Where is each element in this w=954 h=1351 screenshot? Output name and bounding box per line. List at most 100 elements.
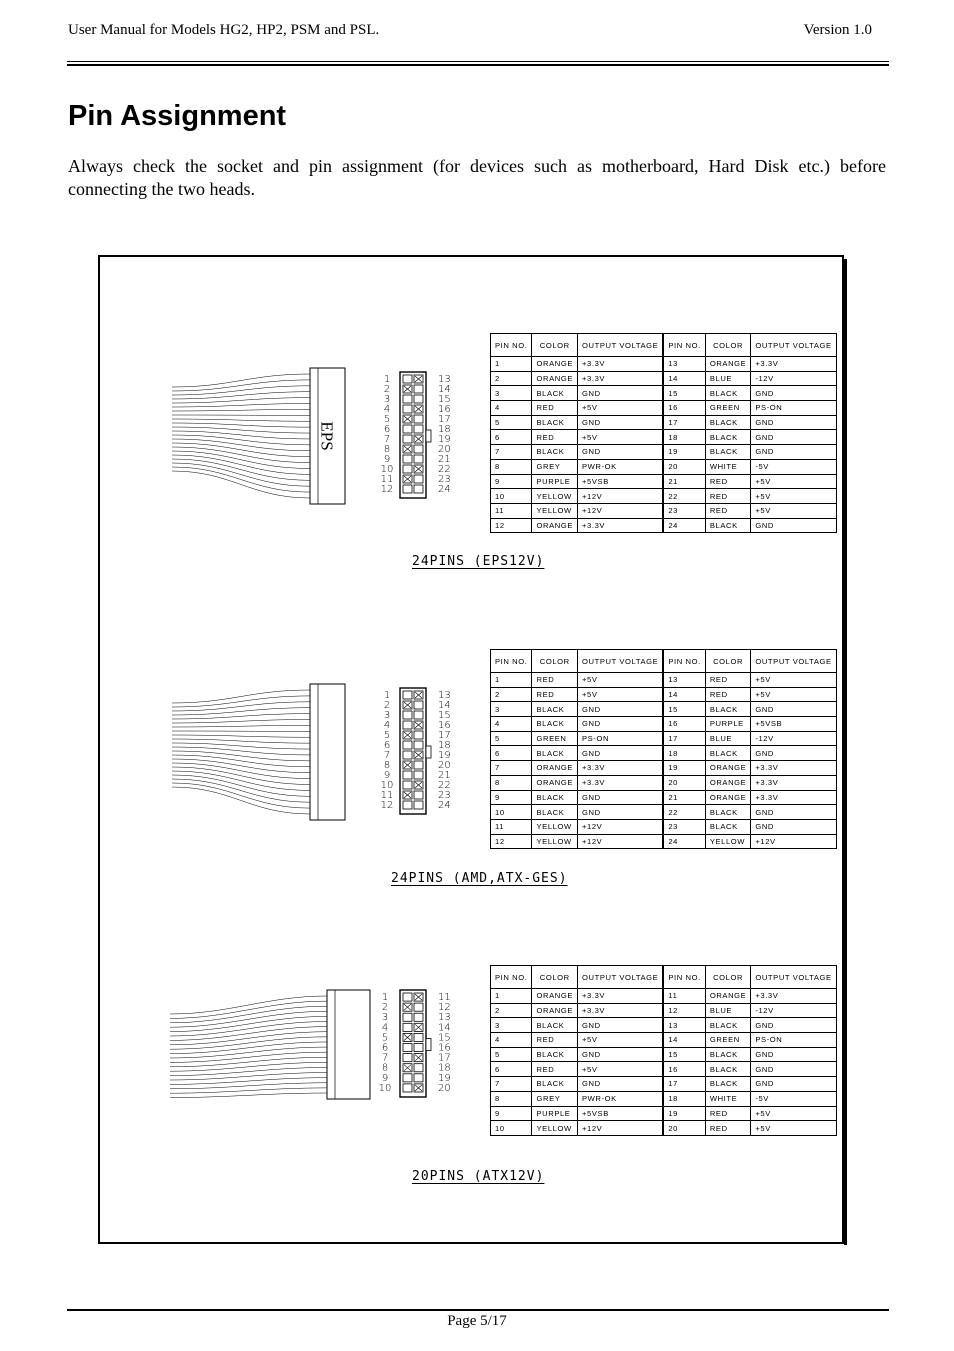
- table-cell: PURPLE: [531, 473, 578, 490]
- cable-wire: [171, 695, 311, 708]
- pin-socket-key: [414, 375, 423, 383]
- caption-eps12v: 24PINS (EPS12V): [412, 554, 545, 569]
- table-cell: 23: [662, 502, 706, 519]
- pin-number-right: 13: [438, 690, 451, 701]
- table-cell: RED: [704, 488, 752, 504]
- pin-socket-key: [414, 993, 423, 1001]
- pin-socket: [402, 484, 413, 494]
- pin-number-left: 3: [382, 1012, 388, 1023]
- table-cell: PWR-OK: [577, 1090, 665, 1107]
- pin-number-right: 18: [438, 424, 451, 435]
- table-cell: GND: [577, 1076, 665, 1092]
- cable-wire: [171, 762, 311, 779]
- pin-socket: [413, 1012, 424, 1022]
- table-cell: 16: [662, 716, 706, 732]
- table-cell: 5: [489, 730, 533, 747]
- pin-number-left: 8: [384, 760, 390, 771]
- table-cell: BLACK: [531, 414, 578, 431]
- table-cell: 8: [489, 774, 533, 791]
- table-cell: BLACK: [704, 1046, 752, 1063]
- cable-wire: [171, 409, 311, 412]
- table-cell: +5VSB: [750, 716, 837, 732]
- table-cell: 8: [489, 1090, 533, 1107]
- pin-socket: [413, 710, 424, 720]
- column-header-output: OUTPUT VOLTAGE: [577, 649, 665, 673]
- pin-socket: [413, 1073, 424, 1083]
- column-header-output: OUTPUT VOLTAGE: [750, 965, 837, 989]
- pin-socket-key: [403, 1034, 412, 1041]
- cable-wire: [171, 701, 311, 712]
- table-cell: BLACK: [704, 517, 752, 534]
- table-cell: RED: [704, 473, 752, 490]
- pin-number-right: 17: [438, 1053, 451, 1064]
- table-cell: BLACK: [704, 429, 752, 446]
- pin-number-right: 14: [438, 384, 451, 395]
- pin-number-left: 8: [384, 444, 390, 455]
- table-cell: 20: [662, 458, 706, 475]
- table-cell: GND: [750, 818, 837, 835]
- table-cell: -12V: [750, 730, 837, 747]
- table-cell: 13: [662, 1017, 706, 1034]
- pin-number-left: 11: [381, 790, 394, 801]
- column-header-color: COLOR: [704, 649, 752, 673]
- pin-socket: [402, 464, 413, 474]
- pin-number-left: 1: [382, 992, 388, 1003]
- table-cell: +5VSB: [577, 473, 665, 490]
- pin-socket: [402, 710, 413, 720]
- table-cell: PS-ON: [750, 1032, 837, 1048]
- table-cell: 16: [662, 400, 706, 416]
- pin-number-left: 12: [381, 484, 394, 495]
- pin-socket-key: [414, 721, 423, 729]
- table-cell: -5V: [750, 458, 837, 475]
- column-header-color: COLOR: [531, 649, 578, 673]
- caption-atx12v: 20PINS (ATX12V): [412, 1169, 545, 1184]
- table-cell: 8: [489, 458, 533, 475]
- table-cell: 4: [489, 716, 533, 732]
- table-cell: 2: [489, 686, 533, 703]
- pin-socket: [413, 770, 424, 780]
- cable-wire: [169, 1000, 328, 1019]
- table-cell: BLACK: [704, 1076, 752, 1092]
- table-cell: -12V: [750, 1002, 837, 1019]
- table-cell: BLACK: [704, 385, 752, 402]
- pin-socket: [413, 740, 424, 750]
- column-header-color: COLOR: [704, 965, 752, 989]
- cable-wire: [171, 462, 311, 487]
- pin-number-right: 19: [438, 1073, 451, 1084]
- table-cell: GND: [750, 804, 837, 820]
- pin-number-left: 4: [382, 1022, 388, 1033]
- pin-socket-key: [414, 751, 423, 759]
- table-cell: 24: [662, 517, 706, 534]
- cable-wire: [169, 1067, 328, 1076]
- intro-paragraph: Always check the socket and pin assignme…: [68, 156, 886, 199]
- pin-number-right: 17: [438, 730, 451, 741]
- cable-wire: [171, 750, 311, 762]
- connector-latch: [425, 1038, 432, 1051]
- table-cell: YELLOW: [531, 488, 578, 504]
- table-cell: GREY: [531, 1090, 578, 1107]
- table-cell: ORANGE: [531, 370, 578, 387]
- cable-wire: [169, 1005, 328, 1024]
- pin-number-right: 20: [438, 760, 451, 771]
- pin-socket: [402, 720, 413, 730]
- table-cell: 17: [662, 414, 706, 431]
- table-cell: 11: [489, 818, 533, 835]
- table-cell: +3.3V: [750, 774, 837, 791]
- cable-wire: [171, 397, 311, 404]
- table-cell: PS-ON: [750, 400, 837, 416]
- table-cell: 7: [489, 760, 533, 776]
